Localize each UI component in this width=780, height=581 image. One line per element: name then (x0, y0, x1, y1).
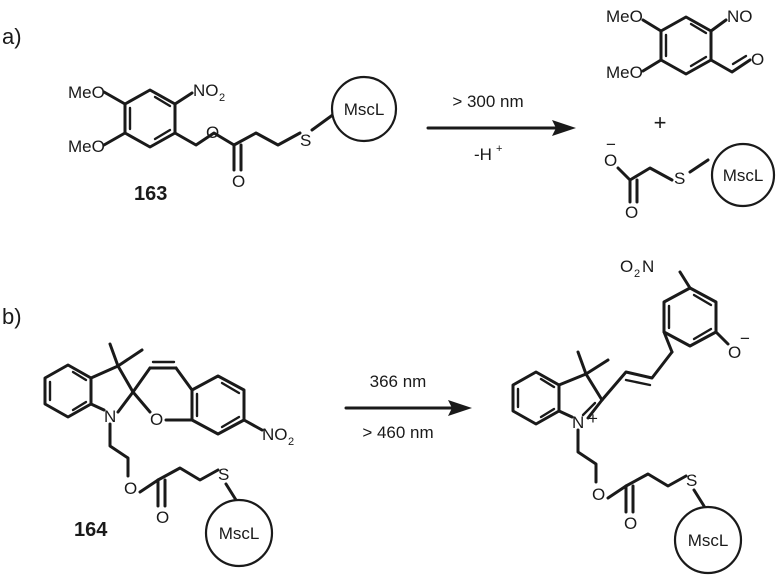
reactant-164-nitro: NO (262, 425, 288, 444)
reactant-163-meo-top: MeO (68, 83, 105, 102)
reactant-163-ester-o: O (206, 123, 219, 142)
reactant-164-protein-label: MscL (219, 524, 260, 543)
reactant-164-ester-o: O (124, 479, 137, 498)
product-2-charge: − (606, 135, 616, 154)
product-2-sulfur: S (674, 169, 685, 188)
benzene-ring (511, 370, 561, 426)
product-nitrosobenzaldehyde-structure (641, 15, 752, 76)
reactant-164-n-atom: N (104, 407, 116, 426)
product-1-nitroso: NO (727, 7, 753, 26)
product-nitro-n: N (642, 257, 654, 276)
product-n-charge: + (588, 409, 598, 428)
reaction-arrow-a-head (552, 120, 576, 136)
reactant-164-ring-o: O (150, 410, 163, 429)
product-1-meo-bottom: MeO (606, 63, 643, 82)
reaction-arrow-b-head (448, 400, 472, 416)
benzene-ring (662, 286, 718, 348)
reactant-163-protein-label: MscL (344, 100, 385, 119)
product-1-meo-top: MeO (606, 7, 643, 26)
reactant-163-meo-bottom: MeO (68, 137, 105, 156)
condition-a-proton: -H (474, 145, 492, 164)
product-ester-o: O (592, 485, 605, 504)
mscl-protein-circle (673, 505, 743, 575)
product-protein-label: MscL (688, 531, 729, 550)
reactant-164-sulfur: S (218, 465, 229, 484)
product-merocyanine-structure (511, 270, 730, 514)
part-b-label: b) (2, 304, 22, 329)
reactant-164-carbonyl-o: O (156, 508, 169, 527)
part-a-label: a) (2, 24, 22, 49)
product-nitro-subscript: 2 (634, 268, 640, 280)
product-sulfur: S (686, 471, 697, 490)
reactant-163-nitro: NO (193, 81, 219, 100)
condition-a-proton-charge: + (496, 143, 502, 155)
condition-a-wavelength: > 300 nm (452, 92, 523, 111)
condition-b-close: > 460 nm (362, 423, 433, 442)
reactant-163-carbonyl-o: O (232, 172, 245, 191)
product-2-protein-label: MscL (723, 166, 764, 185)
reactant-163-structure (102, 88, 336, 172)
product-carboxylate-mscl-structure (616, 158, 710, 204)
benzene-ring (190, 374, 246, 436)
mscl-protein-circle (330, 75, 398, 143)
benzene-ring (123, 88, 177, 149)
compound-number-163: 163 (134, 183, 167, 205)
product-2-carbonyl-o: O (625, 203, 638, 222)
compound-number-164: 164 (74, 519, 108, 541)
reactant-164-structure (43, 342, 264, 508)
reactant-163-sulfur: S (300, 131, 311, 150)
mscl-protein-circle (710, 142, 776, 208)
product-phenolate-o: O (728, 343, 741, 362)
reactant-163-nitro-subscript: 2 (219, 92, 225, 104)
product-phenolate-charge: − (740, 329, 750, 348)
benzene-ring (659, 15, 713, 76)
plus-sign: + (654, 110, 667, 135)
mscl-protein-circle (204, 498, 274, 568)
condition-b-open: 366 nm (370, 372, 427, 391)
product-carbonyl-o: O (624, 514, 637, 533)
reactant-164-nitro-subscript: 2 (288, 436, 294, 448)
product-n-atom: N (572, 413, 584, 432)
product-2-o-minus: O (604, 151, 617, 170)
product-1-aldehyde-o: O (751, 50, 764, 69)
product-nitro-o: O (620, 257, 633, 276)
benzene-ring (43, 363, 93, 419)
